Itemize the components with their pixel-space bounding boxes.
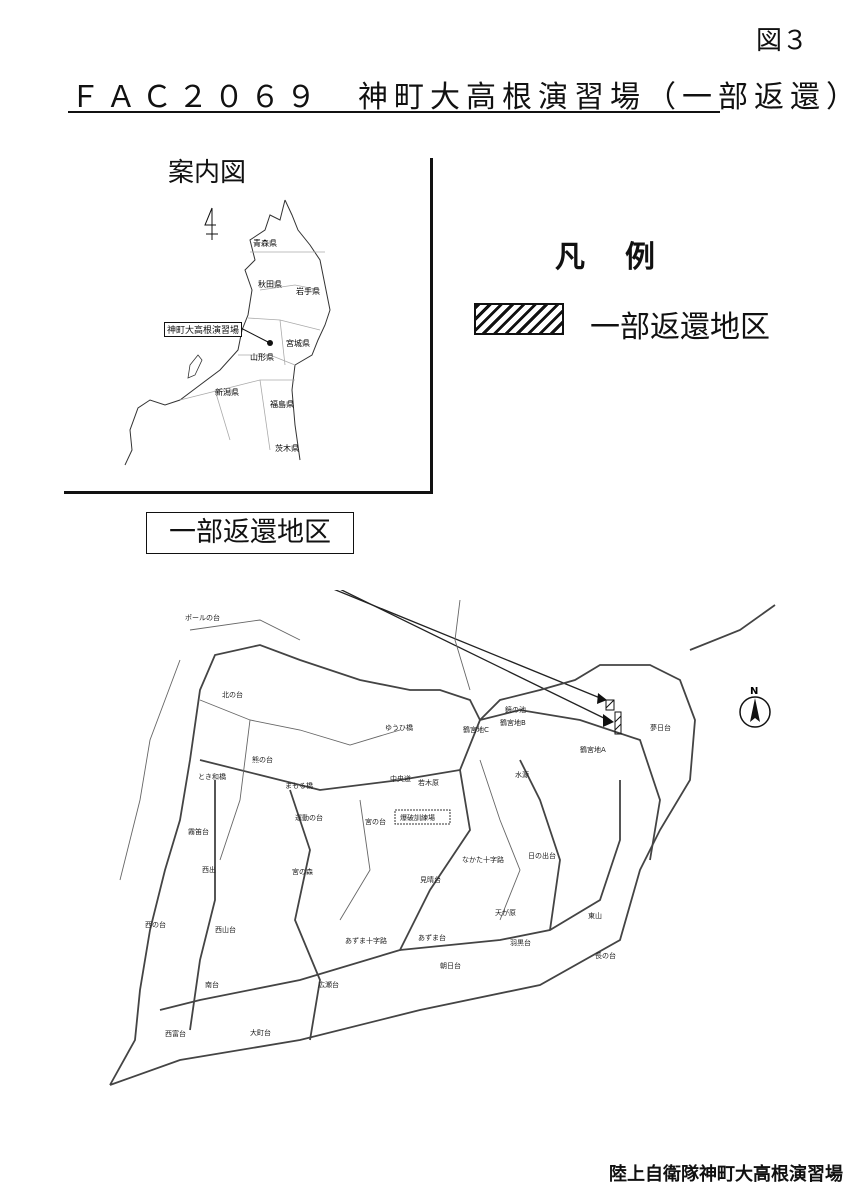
map-place-label: とき和橋	[198, 772, 226, 781]
callout-label: 一部返還地区	[146, 512, 354, 554]
map-place-label: 宮の森	[292, 867, 313, 876]
map-place-label: 見晴台	[420, 875, 441, 884]
map-place-label: 南台	[205, 980, 219, 989]
map-place-label: 鶴宮地B	[500, 718, 526, 727]
map-place-label: 天が原	[495, 908, 516, 917]
demolition-range-outline	[394, 809, 451, 825]
map-place-label: 西富台	[165, 1029, 186, 1038]
title-underline	[68, 111, 720, 113]
callout-arrow	[333, 590, 606, 701]
pref-label: 山形県	[250, 352, 274, 362]
map-place-label: ゆうひ橋	[385, 723, 413, 732]
callout-arrow	[340, 590, 613, 723]
map-place-label: まもる橋	[285, 781, 313, 790]
map-place-label: ポールの台	[185, 613, 220, 622]
map-place-label: 運動の台	[295, 813, 323, 822]
map-place-label: 中央道	[390, 774, 411, 783]
map-place-label: 若木原	[418, 778, 439, 787]
inset-site-label: 神町大高根演習場	[164, 322, 243, 337]
pref-label: 岩手県	[296, 286, 320, 296]
map-place-label: 宮の台	[365, 817, 386, 826]
pref-label: 青森県	[253, 238, 277, 248]
training-area-map: N ポールの台北の台熊の台 ゆうひ橋とき和橋まもる橋 中央道若木原爆破訓練場 運動の台…	[109, 590, 776, 1086]
inset-border-bottom	[64, 491, 433, 494]
map-place-label: 西山台	[215, 925, 236, 934]
map-place-label: 朝日台	[440, 961, 461, 970]
pref-label: 福島県	[270, 399, 294, 409]
map-place-label: 日の出台	[528, 851, 556, 860]
map-place-label: 北の台	[222, 690, 243, 699]
tohoku-outline	[124, 199, 331, 466]
map-place-label: 熊の台	[252, 755, 273, 764]
legend-hatch-swatch	[474, 303, 564, 335]
map-place-label: 広瀬台	[318, 980, 339, 989]
map-place-label: 大町台	[250, 1028, 271, 1037]
map-place-label: 霧笛台	[188, 827, 209, 836]
pref-label: 茨木県	[275, 443, 299, 453]
map-place-label: 鶴宮地C	[463, 725, 489, 734]
pref-label: 秋田県	[258, 279, 282, 289]
pref-label: 宮城県	[286, 338, 310, 348]
boundary-road	[109, 644, 696, 1086]
site-marker	[267, 340, 273, 346]
inset-map-tohoku: 青森県 秋田県 岩手県 宮城県 山形県 新潟県 福島県 茨木県	[124, 199, 331, 466]
map-place-label: 鶴宮地A	[580, 745, 606, 754]
map-place-label: 夢日台	[650, 723, 671, 732]
inset-north-arrow-icon	[204, 207, 218, 240]
figure-number: 図３	[755, 26, 808, 56]
svg-text:N: N	[750, 686, 758, 697]
map-place-label: 長の台	[595, 951, 616, 960]
inset-border-right	[430, 158, 433, 494]
map-place-label: 爆破訓練場	[400, 813, 435, 822]
pref-label: 新潟県	[215, 387, 239, 397]
map-place-label: なかた十字路	[462, 855, 504, 864]
inset-title: 案内図	[168, 158, 247, 188]
map-place-label: 鏡の池	[505, 705, 526, 714]
map-place-label: 東山	[588, 911, 602, 920]
north-arrow-icon: N	[739, 686, 771, 728]
legend-title: 凡例	[555, 240, 695, 275]
map-place-label: あずま十字路	[345, 936, 387, 945]
map-place-label: 西出	[202, 865, 216, 874]
return-area-hatch	[605, 699, 622, 735]
legend-label: 一部返還地区	[590, 310, 770, 345]
map-place-label: あずま台	[418, 933, 446, 942]
map-place-label: 羽黒台	[510, 938, 531, 947]
credit-label: 陸上自衛隊神町大高根演習場	[609, 1164, 843, 1185]
page-title: ＦＡＣ２０６９ 神町大高根演習場（一部返還）	[70, 80, 862, 115]
map-place-label: 水源	[515, 770, 529, 779]
map-place-label: 西の台	[145, 920, 166, 929]
